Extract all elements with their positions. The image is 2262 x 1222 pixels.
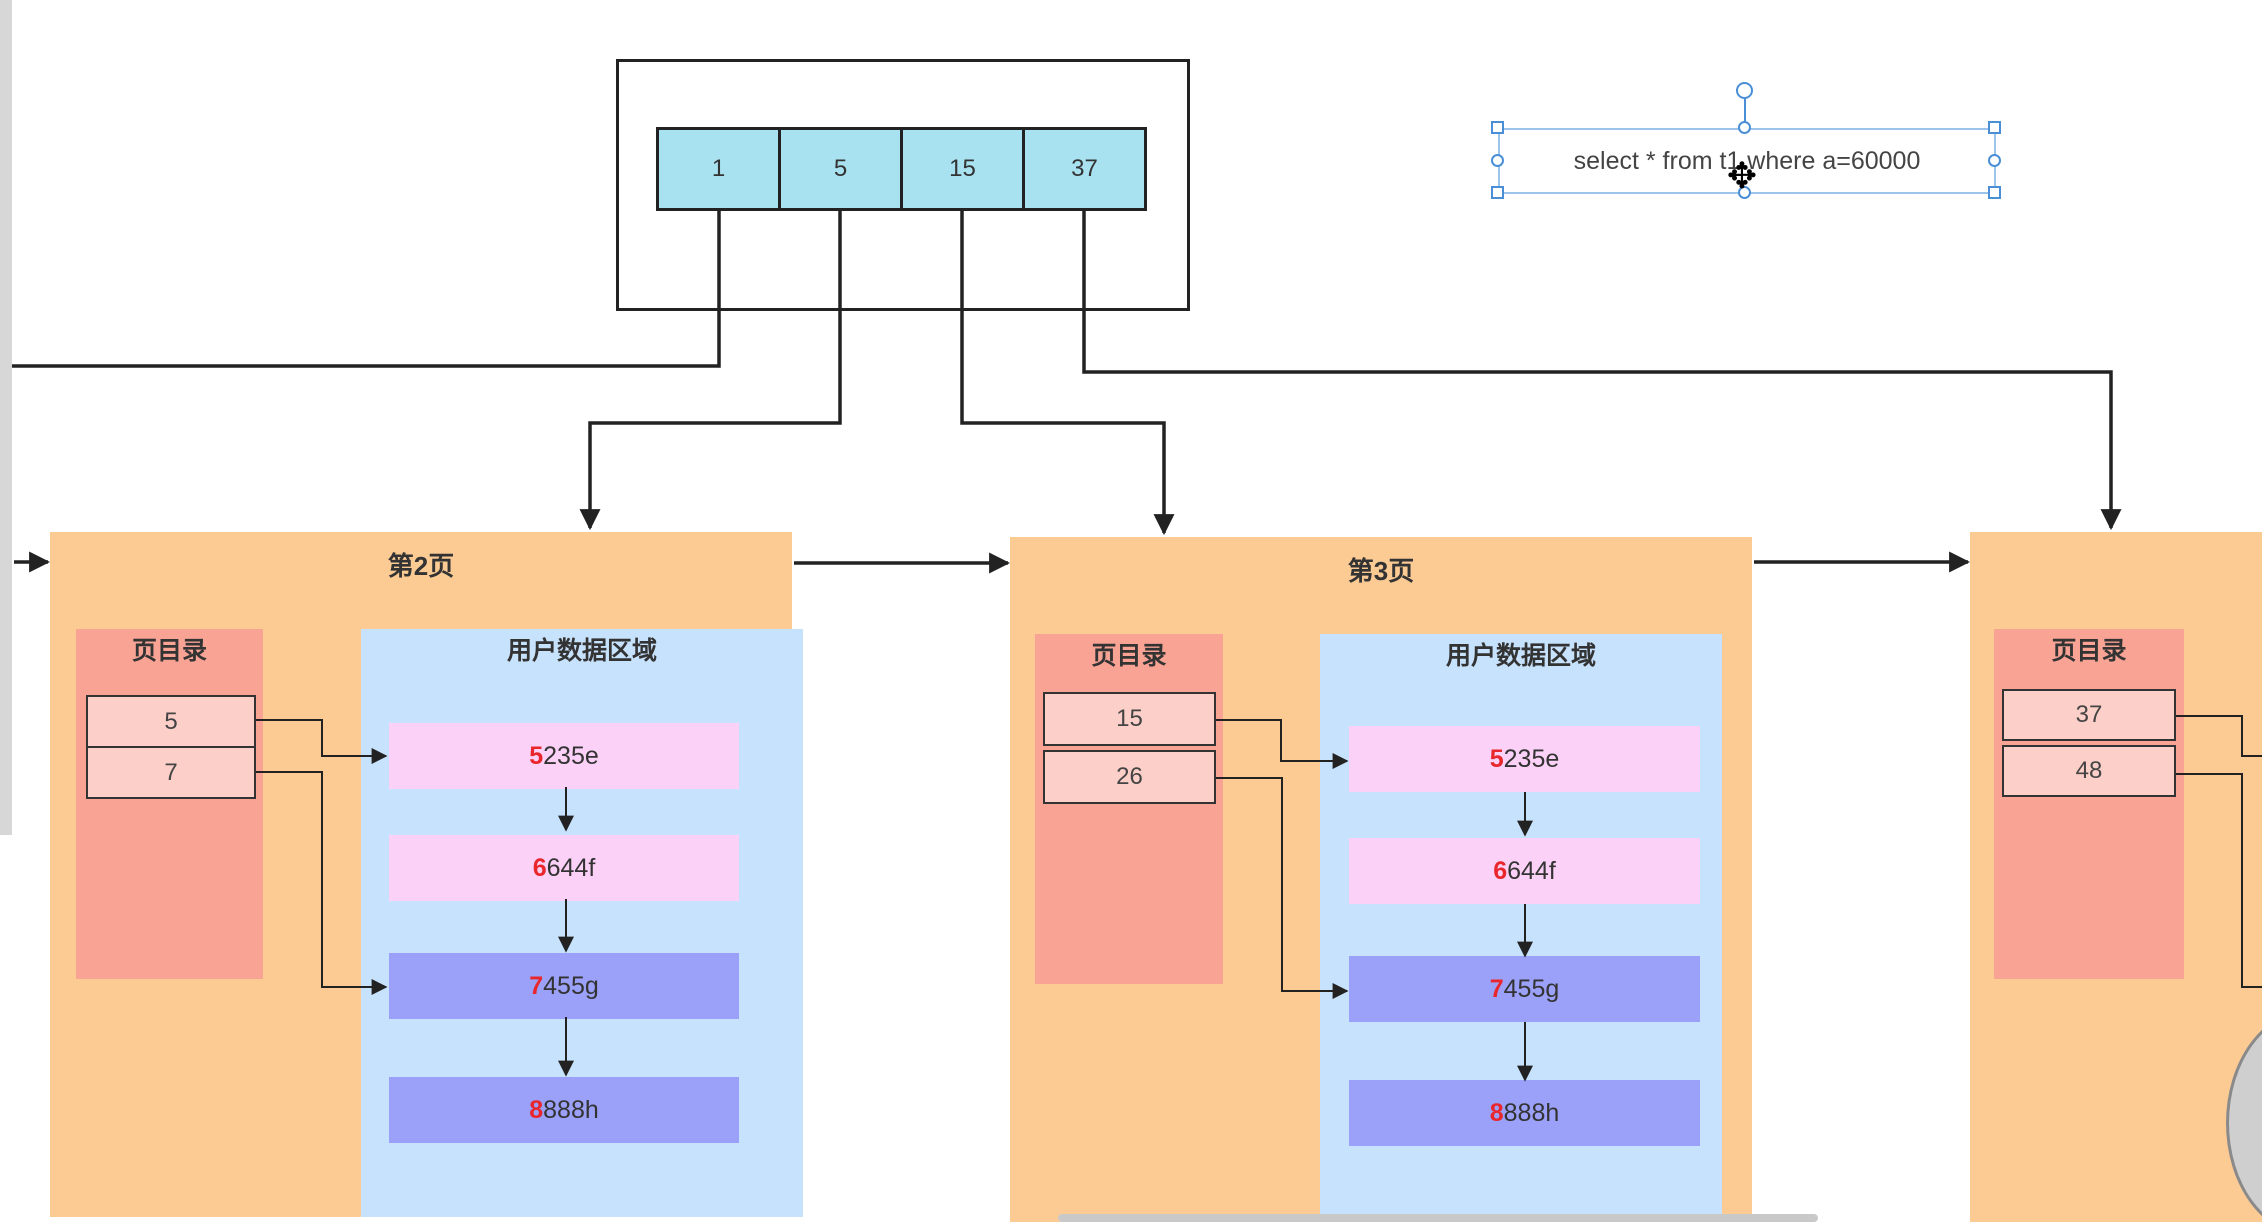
page-next-slot-37[interactable]: 37: [2002, 689, 2176, 741]
page-3-slot-26[interactable]: 26: [1043, 750, 1216, 804]
rotate-handle[interactable]: [1736, 82, 1753, 99]
move-arrows-icon[interactable]: ✥: [1726, 155, 1758, 196]
page-next-slot-48[interactable]: 48: [2002, 745, 2176, 797]
record-rest: 455g: [543, 971, 599, 1000]
record-rest: 644f: [1507, 856, 1556, 885]
record-rest: 644f: [546, 853, 596, 882]
resize-handle-bottom-right[interactable]: [1988, 186, 2001, 199]
record-key: 7: [1489, 974, 1504, 1003]
rotate-handle-stem: [1744, 99, 1746, 123]
resize-handle-top-left[interactable]: [1491, 121, 1504, 134]
record-key: 6: [532, 853, 547, 882]
record-key: 5: [1489, 744, 1504, 773]
record-key: 8: [1489, 1098, 1504, 1127]
root-key-37[interactable]: 37: [1022, 127, 1147, 211]
page-3-data-title: 用户数据区域: [1445, 642, 1596, 670]
slot-26-pointer: [1216, 777, 1349, 999]
record-key: 6: [1493, 856, 1508, 885]
record-rest: 888h: [1503, 1098, 1560, 1127]
page-next-directory-title: 页目录: [2051, 637, 2127, 665]
horizontal-scrollbar[interactable]: [1058, 1214, 1818, 1222]
page-2-title: 第2页: [387, 551, 455, 581]
slot-7-pointer: [256, 771, 388, 995]
resize-handle-right[interactable]: [1988, 154, 2001, 167]
root-key-5[interactable]: 5: [778, 127, 903, 211]
resize-handle-top-right[interactable]: [1988, 121, 2001, 134]
page-3-slot-15[interactable]: 15: [1043, 692, 1216, 746]
slot-37-pointer: [2176, 715, 2262, 757]
root-key-1[interactable]: 1: [656, 127, 781, 211]
record-rest: 455g: [1503, 974, 1560, 1003]
pointer-key-5: [579, 211, 842, 531]
left-scrollbar[interactable]: [0, 0, 12, 835]
record-key: 8: [529, 1095, 544, 1124]
page-2-directory[interactable]: 页目录 5 7: [76, 629, 263, 979]
page-2-directory-title: 页目录: [131, 637, 207, 665]
page-2-slot-7[interactable]: 7: [86, 746, 256, 799]
pointer-key-37: [1082, 211, 2122, 531]
slot-15-pointer: [1216, 719, 1349, 769]
record-rest: 235e: [543, 741, 599, 770]
page-3-directory-title: 页目录: [1091, 642, 1167, 670]
pointer-key-1: [12, 211, 721, 368]
record-rest: 888h: [543, 1095, 599, 1124]
resize-handle-left[interactable]: [1491, 154, 1504, 167]
page-next[interactable]: 页目录 37 48: [1970, 532, 2262, 1222]
resize-handle-bottom-left[interactable]: [1491, 186, 1504, 199]
query-text: select * from t1 where a=60000: [1573, 146, 1921, 175]
page-3-directory[interactable]: 页目录 15 26: [1035, 634, 1223, 984]
pointer-key-15: [960, 211, 1175, 536]
page-2-slot-5[interactable]: 5: [86, 695, 256, 748]
page-next-directory[interactable]: 页目录 37 48: [1994, 629, 2184, 979]
page-2-data-title: 用户数据区域: [506, 637, 657, 665]
record-key: 7: [529, 971, 544, 1000]
record-key: 5: [529, 741, 544, 770]
page-3-title: 第3页: [1347, 556, 1415, 586]
slot-48-pointer: [2176, 773, 2262, 988]
resize-handle-bottom[interactable]: [1738, 186, 1751, 199]
record-rest: 235e: [1503, 744, 1560, 773]
slot-5-pointer: [256, 719, 388, 764]
